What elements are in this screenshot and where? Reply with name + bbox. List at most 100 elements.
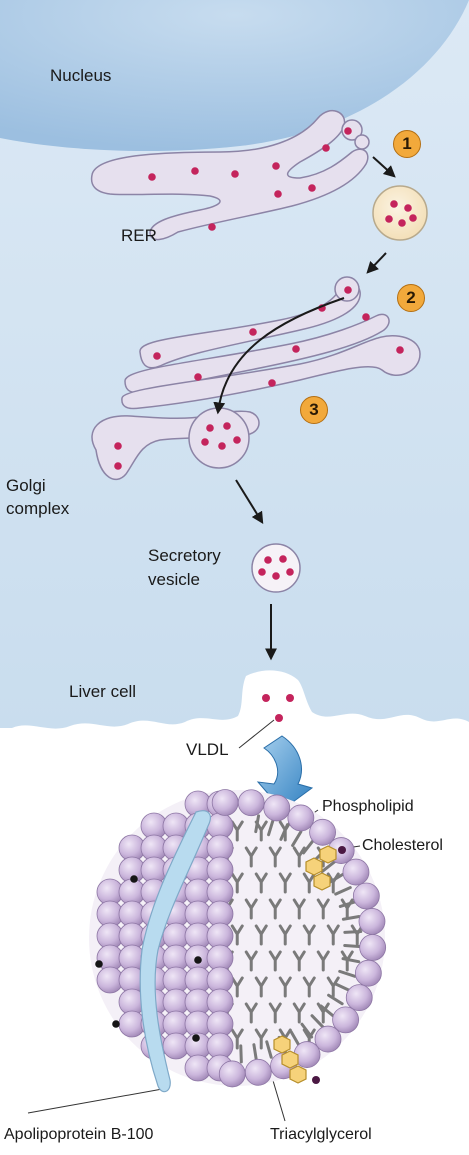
phospholipid-tail: [301, 838, 315, 855]
triacylglycerol-molecule: [316, 950, 330, 972]
phospholipid-tail: [239, 1044, 243, 1064]
transport-vesicle-cargo: [385, 200, 417, 227]
phospholipid-tail: [328, 872, 345, 884]
vldl-particle: [89, 789, 387, 1093]
triacylglycerol-molecule: [244, 846, 258, 868]
label-phospholipid: Phospholipid: [322, 798, 414, 815]
phospholipid-tail: [338, 900, 358, 908]
secretory-vesicle-cargo: [258, 555, 294, 580]
phospholipid-tail: [319, 1004, 335, 1018]
triacylglycerol-molecule: [230, 1028, 244, 1050]
label-rer: RER: [121, 226, 157, 245]
triacylglycerol-molecule: [230, 924, 244, 946]
phospholipid-tail: [300, 1022, 314, 1039]
phospholipid-tail: [334, 886, 352, 896]
triacylglycerol-molecule: [278, 976, 292, 998]
step-2-badge: 2: [397, 284, 425, 312]
cholesterol-oh-dots: [312, 846, 346, 1084]
phospholipid-tail: [310, 1014, 325, 1029]
triacylglycerol-molecule: [350, 924, 364, 946]
phospholipid-head: [287, 804, 315, 832]
label-cholesterol: Cholesterol: [362, 837, 443, 854]
step-1-badge: 1: [393, 130, 421, 158]
phospholipid-head: [342, 858, 370, 886]
label-nucleus: Nucleus: [50, 66, 112, 85]
label-vldl: VLDL: [186, 740, 229, 759]
label-secretory-line1: Secretory: [148, 546, 221, 565]
phospholipid-head: [309, 818, 336, 846]
triacylglycerol-molecule: [254, 976, 268, 998]
flow-arrows: [213, 156, 396, 661]
phospholipid-tail: [341, 914, 361, 921]
nucleus: [0, 0, 469, 152]
phospholipid-head: [244, 1058, 272, 1086]
phospholipid-tail: [341, 957, 361, 964]
phospholipid-tail: [279, 823, 289, 841]
phospholipid-head: [211, 789, 239, 816]
phospholipid-tail: [338, 969, 357, 978]
triacylglycerol-molecule: [268, 950, 282, 972]
triacylglycerol-molecule: [268, 898, 282, 920]
secretory-vesicle: [251, 543, 301, 593]
triacylglycerol-molecule: [268, 846, 282, 868]
phospholipid-tail: [343, 930, 363, 934]
triacylglycerol-molecule: [316, 898, 330, 920]
triacylglycerol-molecule: [292, 950, 306, 972]
label-secretory-line2: vesicle: [148, 570, 200, 589]
label-apolipoprotein-b100: Apolipoprotein B-100: [4, 1126, 154, 1143]
phospholipid-head: [237, 789, 265, 817]
phospholipid-tail: [252, 1043, 258, 1062]
label-liver-cell: Liver cell: [69, 682, 137, 701]
triacylglycerol-molecule: [244, 950, 258, 972]
triacylglycerol-molecule: [254, 872, 268, 894]
phospholipid-tail: [320, 860, 337, 874]
phospholipid-tail: [327, 993, 344, 1006]
label-golgi-line1: Golgi: [6, 476, 46, 495]
triacylglycerol-molecule: [292, 898, 306, 920]
phospholipid-tail: [267, 817, 275, 837]
rer-cargo: [148, 127, 352, 231]
phospholipid-head: [354, 959, 382, 987]
triacylglycerol-molecule: [230, 820, 244, 842]
phospholipid-head: [218, 1060, 246, 1088]
triacylglycerol-molecule: [302, 976, 316, 998]
phospholipid-head: [358, 908, 386, 935]
triacylglycerol-molecule: [292, 1002, 306, 1024]
triacylglycerol-molecule: [244, 898, 258, 920]
triacylglycerol-molecule: [254, 924, 268, 946]
triacylglycerol-molecule: [254, 1028, 268, 1050]
triacylglycerol-molecule: [326, 976, 340, 998]
exocytosis-cargo: [262, 694, 294, 722]
phospholipid-tail: [254, 814, 261, 834]
phospholipid-tail: [289, 1030, 301, 1047]
triacylglycerol-molecule: [278, 924, 292, 946]
triacylglycerol-molecule: [268, 1002, 282, 1024]
apolipoprotein-b100-strand: [139, 810, 211, 1093]
triacylglycerol-molecule: [302, 872, 316, 894]
phospholipid-head: [345, 984, 373, 1012]
triacylglycerol-molecule: [278, 872, 292, 894]
phospholipid-tail: [333, 982, 351, 992]
triacylglycerol-molecule: [326, 924, 340, 946]
transport-vesicle: [372, 185, 428, 241]
step-3-badge: 3: [300, 396, 328, 424]
phospholipid-tail: [265, 1040, 273, 1059]
triacylglycerol-molecule: [230, 976, 244, 998]
phospholipid-tail: [343, 944, 363, 949]
triacylglycerol-molecule: [292, 846, 306, 868]
triacylglycerol-molecule: [244, 1002, 258, 1024]
triacylglycerol-molecule: [230, 872, 244, 894]
label-triacylglycerol: Triacylglycerol: [270, 1126, 372, 1143]
phospholipid-head: [314, 1025, 342, 1053]
phospholipid-tail: [291, 830, 303, 847]
apolipoprotein-dots: [95, 875, 202, 1042]
phospholipid-head: [359, 934, 387, 961]
phospholipid-head: [332, 1006, 360, 1034]
phospholipid-head: [263, 794, 291, 822]
phospholipid-head: [352, 882, 380, 910]
triacylglycerol-molecule: [302, 924, 316, 946]
label-golgi-line2: complex: [6, 499, 70, 518]
cholesterol-molecules: [273, 845, 337, 1084]
